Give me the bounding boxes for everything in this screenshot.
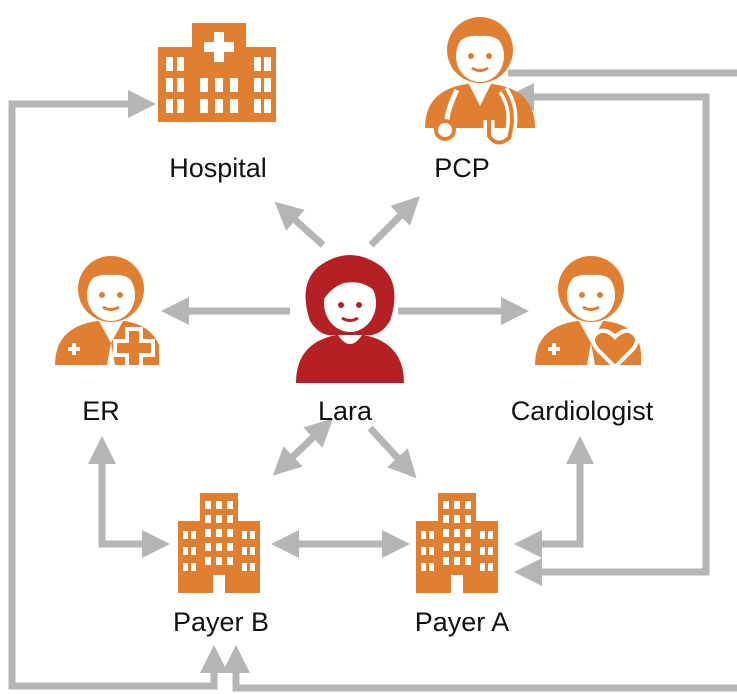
arrow-lara-to-pcp — [368, 196, 420, 248]
arrow-lara-payer-b — [272, 418, 334, 476]
office-building-icon — [416, 493, 498, 593]
arrow-lara-to-hospital — [274, 201, 326, 248]
label-payer-b: Payer B — [173, 607, 269, 637]
label-hospital: Hospital — [169, 153, 267, 183]
label-pcp: PCP — [434, 153, 490, 183]
hospital-building-icon — [158, 23, 276, 122]
doctor-stethoscope-icon — [425, 17, 535, 148]
arrow-payer-b-hospital-loop — [8, 90, 228, 690]
label-payer-a: Payer A — [415, 607, 510, 637]
arrow-er-payer-b — [88, 436, 170, 558]
connectors — [8, 69, 737, 692]
label-er: ER — [82, 396, 120, 426]
er-doctor-icon — [55, 256, 159, 369]
patient-woman-icon — [296, 255, 404, 383]
arrow-cardiologist-payer-a — [514, 436, 594, 558]
arrow-pcp-payer-a-loop — [506, 83, 710, 586]
node-labels: Hospital PCP ER Lara Cardiologist Payer … — [82, 153, 654, 637]
label-cardiologist: Cardiologist — [511, 396, 654, 426]
office-building-icon — [178, 493, 260, 593]
arrow-edge-to-payer-b — [222, 645, 737, 692]
label-lara: Lara — [318, 396, 373, 426]
arrow-lara-to-payer-a — [367, 425, 417, 479]
cardiologist-doctor-icon — [535, 256, 641, 370]
